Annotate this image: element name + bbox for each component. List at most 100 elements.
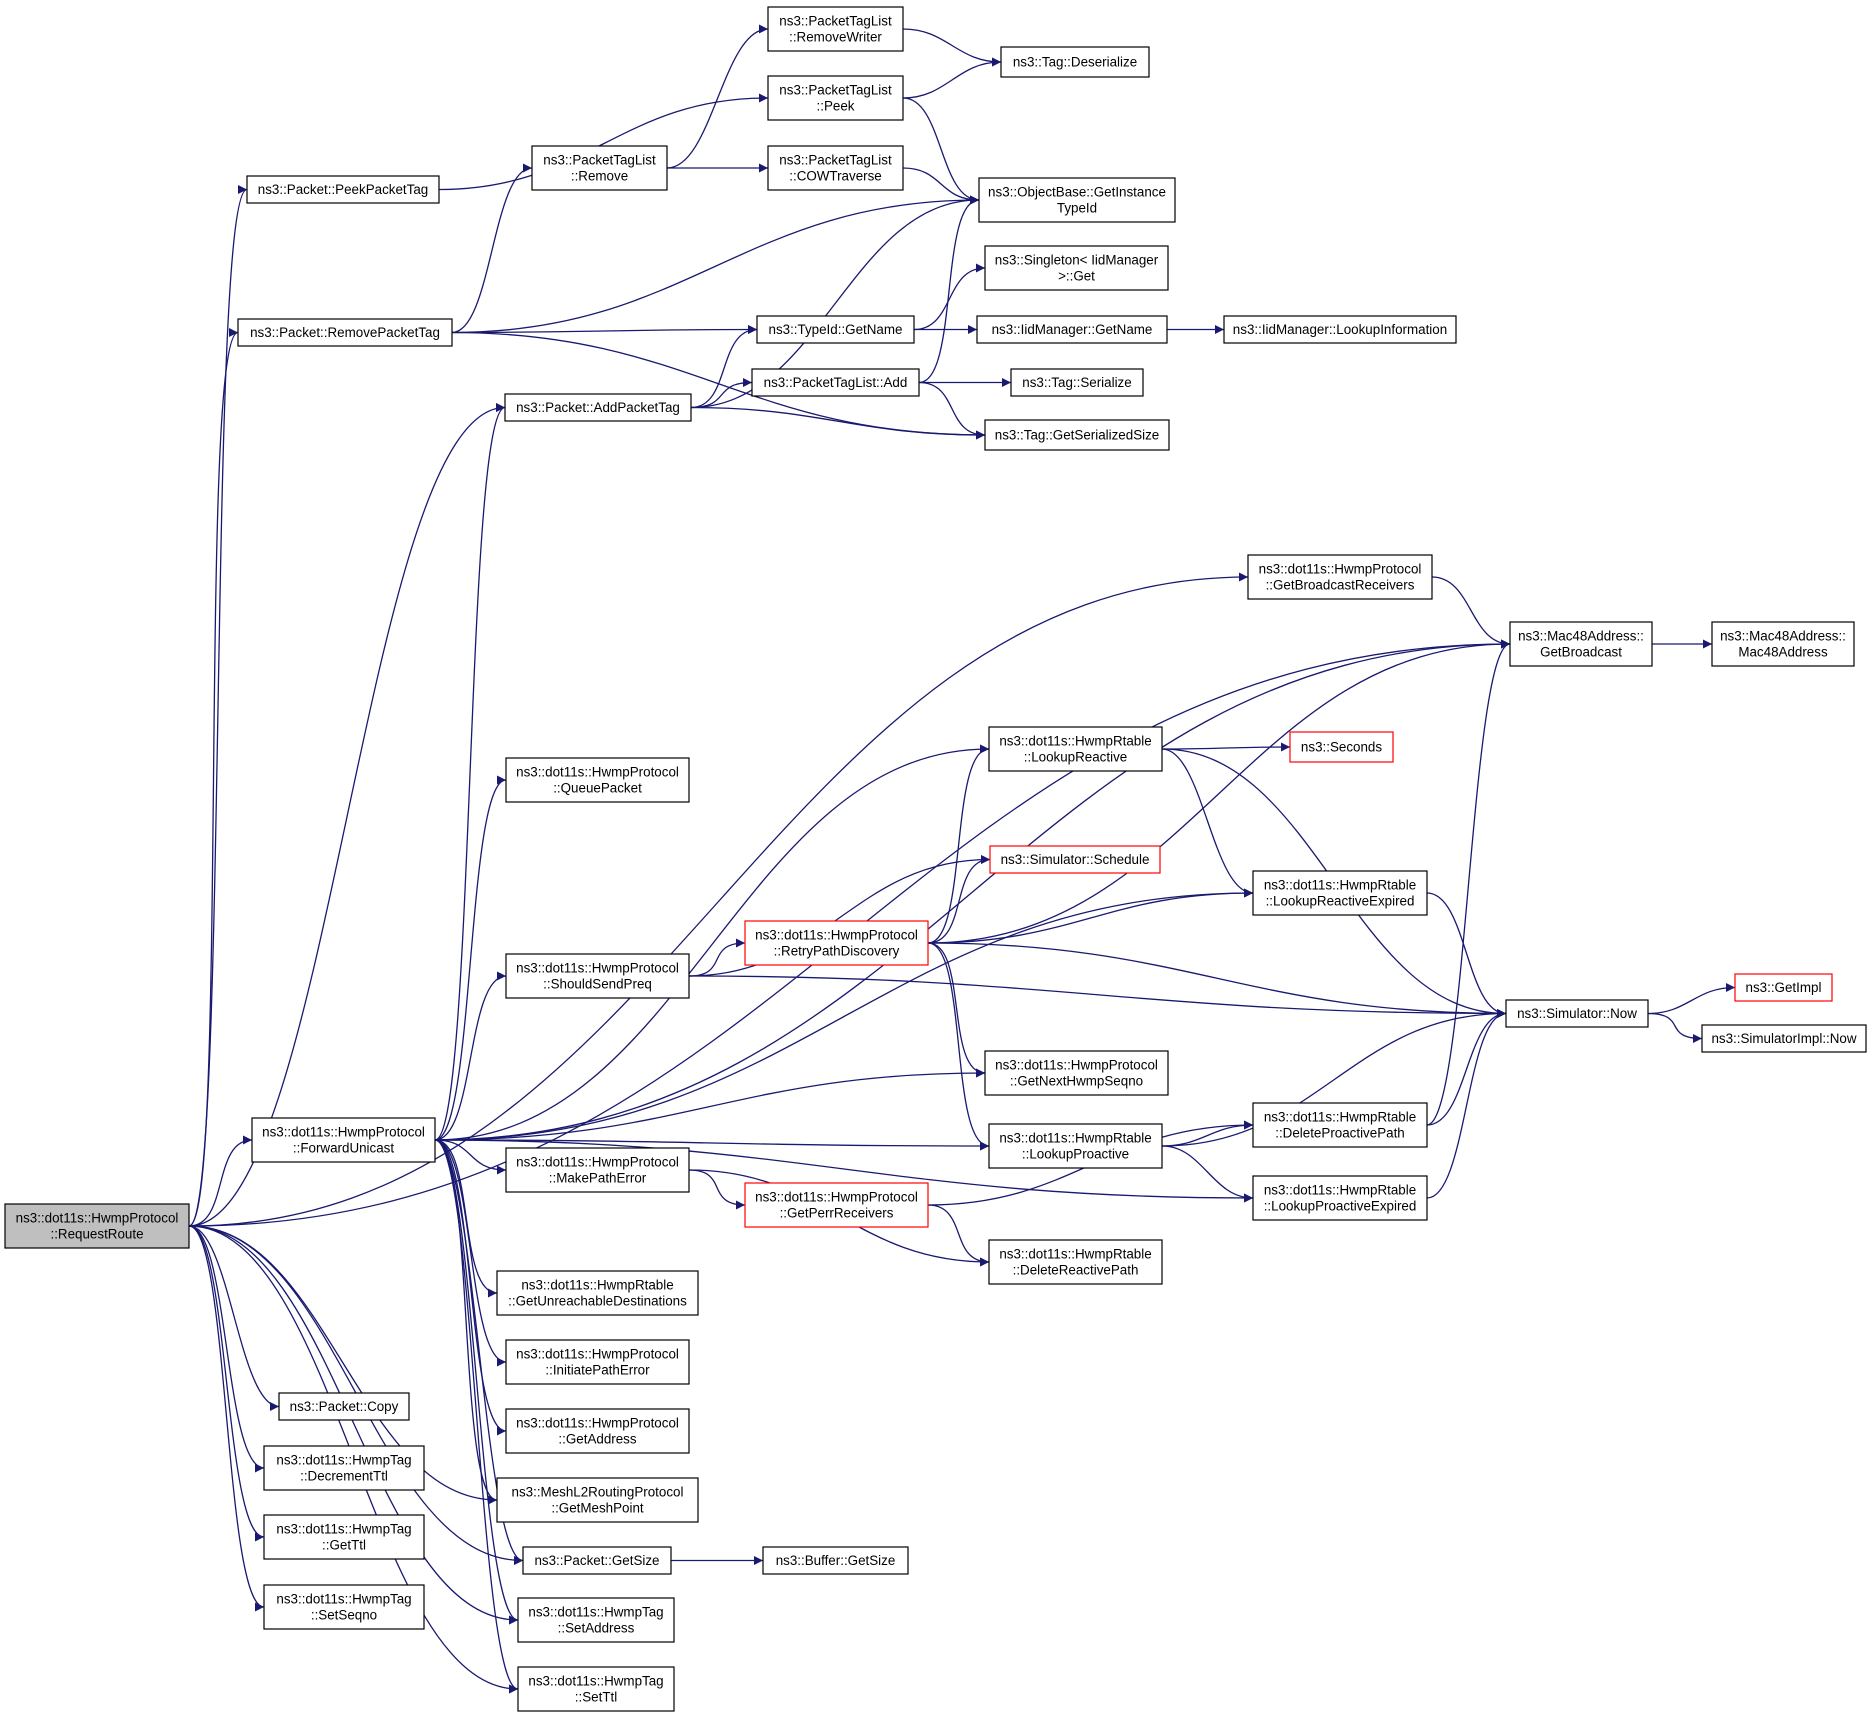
function-node-lookup-reactive-expired[interactable]: ns3::dot11s::HwmpRtable::LookupReactiveE…	[1252, 870, 1428, 916]
function-node-get-mesh-point[interactable]: ns3::MeshL2RoutingProtocol::GetMeshPoint	[496, 1477, 699, 1523]
function-node-ptl-cow[interactable]: ns3::PacketTagList::COWTraverse	[767, 145, 904, 191]
function-node-get-next-hwmp-seqno[interactable]: ns3::dot11s::HwmpProtocol::GetNextHwmpSe…	[984, 1050, 1169, 1096]
function-node-tag-deserialize[interactable]: ns3::Tag::Deserialize	[1000, 46, 1150, 78]
function-node-singleton-get[interactable]: ns3::Singleton< IidManager>::Get	[984, 245, 1169, 291]
call-edge	[688, 855, 991, 977]
call-edge	[1647, 1012, 1703, 1043]
call-edge	[1426, 639, 1511, 1126]
function-node-label: ns3::dot11s::HwmpRtable	[1264, 1183, 1416, 1198]
function-node-lookup-proactive-expired[interactable]: ns3::dot11s::HwmpRtable::LookupProactive…	[1252, 1175, 1428, 1221]
call-edge-path	[902, 28, 1002, 67]
function-node-box	[1734, 973, 1833, 1002]
function-node-label: ::RemoveWriter	[789, 30, 882, 45]
function-node-mac48-get-broadcast[interactable]: ns3::Mac48Address::GetBroadcast	[1509, 621, 1653, 667]
function-node-ptl-remove-writer[interactable]: ns3::PacketTagList::RemoveWriter	[767, 6, 904, 52]
function-node-get-perr-receivers[interactable]: ns3::dot11s::HwmpProtocol::GetPerrReceiv…	[744, 1182, 929, 1228]
call-edge	[927, 942, 990, 1151]
call-edge	[927, 1204, 990, 1267]
function-node-initiate-path-error[interactable]: ns3::dot11s::HwmpProtocol::InitiatePathE…	[505, 1339, 690, 1385]
call-edge	[188, 1135, 253, 1227]
function-node-make-path-error[interactable]: ns3::dot11s::HwmpProtocol::MakePathError	[505, 1147, 690, 1193]
function-node-simulator-now[interactable]: ns3::Simulator::Now	[1505, 999, 1649, 1028]
function-node-peek-packet-tag[interactable]: ns3::Packet::PeekPacketTag	[246, 175, 440, 204]
function-node-label: ns3::dot11s::HwmpProtocol	[262, 1125, 425, 1140]
function-node-label: ::InitiatePathError	[545, 1363, 650, 1378]
function-node-iid-lookup[interactable]: ns3::IidManager::LookupInformation	[1223, 315, 1457, 344]
function-node-box	[263, 1584, 425, 1630]
function-node-ptl-add[interactable]: ns3::PacketTagList::Add	[751, 368, 920, 397]
function-node-box	[1252, 1175, 1428, 1221]
function-node-packet-get-size[interactable]: ns3::Packet::GetSize	[522, 1546, 672, 1575]
function-node-ptl-remove[interactable]: ns3::PacketTagList::Remove	[531, 145, 668, 191]
function-node-label: ::GetMeshPoint	[551, 1501, 644, 1516]
function-node-box	[263, 1445, 425, 1491]
function-node-delete-proactive-path[interactable]: ns3::dot11s::HwmpRtable::DeleteProactive…	[1252, 1102, 1428, 1148]
function-node-tag-set-seqno[interactable]: ns3::dot11s::HwmpTag::SetSeqno	[263, 1584, 425, 1630]
function-node-label: Mac48Address	[1738, 645, 1828, 660]
call-edge	[1431, 576, 1511, 649]
function-node-get-unreachable-destinations[interactable]: ns3::dot11s::HwmpRtable::GetUnreachableD…	[496, 1270, 699, 1316]
function-node-label: ::COWTraverse	[789, 169, 882, 184]
call-edge	[1161, 742, 1291, 752]
function-node-label: ns3::PacketTagList::Add	[764, 375, 908, 390]
call-edge	[434, 1139, 498, 1505]
function-node-add-packet-tag[interactable]: ns3::Packet::AddPacketTag	[504, 393, 692, 422]
function-node-get-impl[interactable]: ns3::GetImpl	[1734, 973, 1833, 1002]
function-node-label: ::GetBroadcastReceivers	[1266, 578, 1415, 593]
function-node-tag-set-ttl[interactable]: ns3::dot11s::HwmpTag::SetTtl	[517, 1666, 675, 1712]
function-node-label: ns3::dot11s::HwmpProtocol	[755, 928, 918, 943]
call-edge	[1161, 1009, 1507, 1147]
function-node-buffer-get-size[interactable]: ns3::Buffer::GetSize	[762, 1546, 909, 1575]
function-node-ptl-peek[interactable]: ns3::PacketTagList::Peek	[767, 75, 904, 121]
function-node-mac48-ctor[interactable]: ns3::Mac48Address::Mac48Address	[1711, 621, 1855, 667]
call-edge-path	[1431, 576, 1511, 649]
function-node-simulatorimpl-now[interactable]: ns3::SimulatorImpl::Now	[1701, 1024, 1867, 1053]
function-node-tag-serialize[interactable]: ns3::Tag::Serialize	[1010, 368, 1144, 397]
function-node-delete-reactive-path[interactable]: ns3::dot11s::HwmpRtable::DeleteReactiveP…	[988, 1239, 1163, 1285]
function-node-remove-packet-tag[interactable]: ns3::Packet::RemovePacketTag	[237, 318, 453, 347]
function-node-box	[496, 1477, 699, 1523]
call-edge	[188, 1225, 265, 1542]
function-node-label: ns3::dot11s::HwmpRtable	[999, 734, 1151, 749]
function-node-forward-unicast[interactable]: ns3::dot11s::HwmpProtocol::ForwardUnicas…	[251, 1117, 436, 1163]
function-node-label: >::Get	[1058, 269, 1095, 284]
call-edge-path	[434, 1139, 507, 1367]
call-edge-path	[690, 406, 986, 440]
call-edge	[688, 938, 746, 977]
function-node-seconds[interactable]: ns3::Seconds	[1289, 731, 1394, 763]
function-node-typeid-getname[interactable]: ns3::TypeId::GetName	[756, 315, 915, 344]
function-node-label: ns3::Packet::RemovePacketTag	[250, 325, 440, 340]
function-node-box	[1252, 1102, 1428, 1148]
call-edge-path	[188, 403, 506, 1227]
call-edge-path	[927, 855, 991, 944]
function-node-tag-set-address[interactable]: ns3::dot11s::HwmpTag::SetAddress	[517, 1597, 675, 1643]
function-node-box	[496, 1270, 699, 1316]
function-node-label: ::DeleteProactivePath	[1275, 1126, 1405, 1141]
call-edge	[1161, 1145, 1254, 1203]
call-edge	[188, 328, 239, 1227]
function-node-tag-decrement-ttl[interactable]: ns3::dot11s::HwmpTag::DecrementTtl	[263, 1445, 425, 1491]
function-node-label: ns3::dot11s::HwmpRtable	[521, 1278, 673, 1293]
function-node-retry-path-discovery[interactable]: ns3::dot11s::HwmpProtocol::RetryPathDisc…	[744, 920, 929, 966]
function-node-lookup-proactive[interactable]: ns3::dot11s::HwmpRtable::LookupProactive	[988, 1123, 1163, 1169]
function-node-packet-copy[interactable]: ns3::Packet::Copy	[278, 1392, 410, 1421]
call-edge-path	[927, 888, 1254, 944]
function-node-get-broadcast-receivers[interactable]: ns3::dot11s::HwmpProtocol::GetBroadcastR…	[1247, 554, 1433, 600]
function-node-tag-get-serialized-size[interactable]: ns3::Tag::GetSerializedSize	[984, 419, 1170, 451]
function-node-box	[278, 1392, 410, 1421]
function-node-label: ns3::dot11s::HwmpProtocol	[16, 1211, 179, 1226]
function-node-queue-packet[interactable]: ns3::dot11s::HwmpProtocol::QueuePacket	[505, 757, 690, 803]
function-node-iid-getname[interactable]: ns3::IidManager::GetName	[976, 315, 1168, 344]
function-node-request-route[interactable]: ns3::dot11s::HwmpProtocol::RequestRoute	[4, 1203, 190, 1249]
function-node-simulator-schedule[interactable]: ns3::Simulator::Schedule	[989, 845, 1161, 874]
call-edge-path	[918, 381, 986, 440]
function-node-label: ::LookupProactiveExpired	[1264, 1199, 1417, 1214]
function-node-should-send-preq[interactable]: ns3::dot11s::HwmpProtocol::ShouldSendPre…	[505, 953, 690, 999]
call-edge	[690, 325, 758, 409]
function-node-get-address[interactable]: ns3::dot11s::HwmpProtocol::GetAddress	[505, 1408, 690, 1454]
function-node-label: ns3::dot11s::HwmpRtable	[999, 1131, 1151, 1146]
call-edge	[438, 93, 769, 191]
function-node-lookup-reactive[interactable]: ns3::dot11s::HwmpRtable::LookupReactive	[988, 726, 1163, 772]
function-node-tag-get-ttl[interactable]: ns3::dot11s::HwmpTag::GetTtl	[263, 1514, 425, 1560]
